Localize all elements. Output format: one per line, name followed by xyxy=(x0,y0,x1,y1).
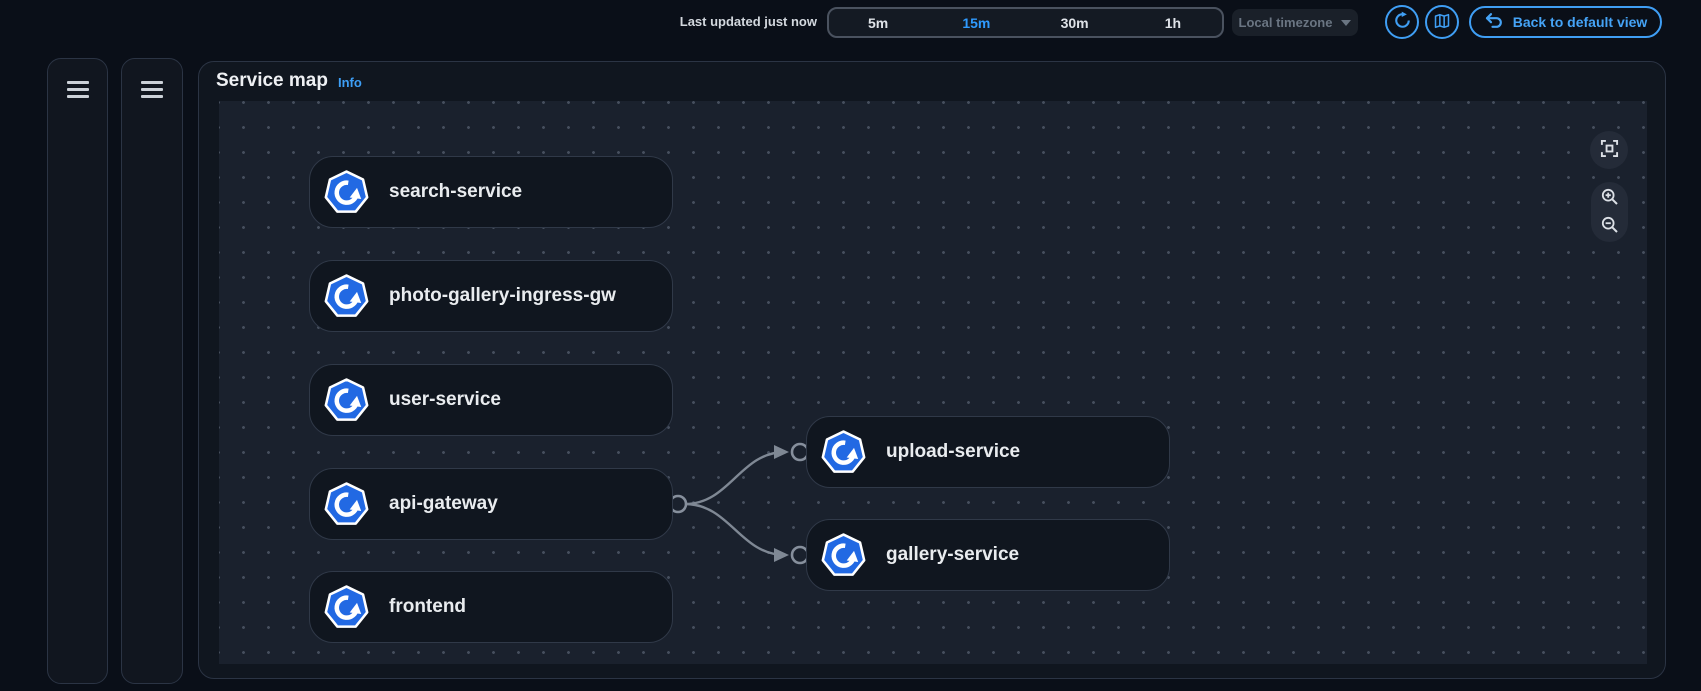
service-node-upload-service[interactable]: upload-service xyxy=(806,416,1170,488)
zoom-out-button[interactable] xyxy=(1598,214,1622,238)
refresh-icon xyxy=(1393,11,1412,33)
service-map-canvas[interactable]: search-service photo-gallery-ingress-gw us… xyxy=(219,101,1647,664)
chevron-down-icon xyxy=(1341,19,1352,26)
zoom-out-icon xyxy=(1600,215,1620,238)
undo-arrow-icon xyxy=(1484,12,1504,32)
zoom-in-button[interactable] xyxy=(1598,186,1622,210)
last-updated-status: Last updated just now xyxy=(679,14,817,29)
map-icon xyxy=(1433,12,1451,33)
edge-arrowhead-icon xyxy=(774,445,789,459)
service-node-frontend[interactable]: frontend xyxy=(309,571,673,643)
service-heptagon-icon xyxy=(323,584,370,631)
service-node-label: upload-service xyxy=(886,441,1021,462)
edge-api-gateway-gallery-service xyxy=(684,502,786,557)
hamburger-menu-icon[interactable] xyxy=(141,81,163,98)
service-map-panel: Service map Info xyxy=(198,61,1666,679)
back-to-default-view-button[interactable]: Back to default view xyxy=(1469,6,1662,38)
service-node-label: api-gateway xyxy=(389,493,498,514)
back-to-default-view-label: Back to default view xyxy=(1512,14,1648,30)
service-heptagon-icon xyxy=(323,481,370,528)
left-rail-secondary xyxy=(121,58,183,684)
timezone-dropdown-value: Local timezone xyxy=(1238,15,1333,30)
left-rail-primary xyxy=(47,58,108,684)
service-heptagon-icon xyxy=(323,169,370,216)
edge-api-gateway-upload-service xyxy=(684,450,786,506)
refresh-button[interactable] xyxy=(1385,5,1419,39)
service-node-gallery-service[interactable]: gallery-service xyxy=(806,519,1170,591)
service-heptagon-icon xyxy=(323,377,370,424)
time-range-1h[interactable]: 1h xyxy=(1124,9,1222,36)
service-node-label: search-service xyxy=(389,181,523,202)
time-range-5m[interactable]: 5m xyxy=(829,9,927,36)
time-range-30m[interactable]: 30m xyxy=(1026,9,1124,36)
service-node-photo-gallery-ingress-gw[interactable]: photo-gallery-ingress-gw xyxy=(309,260,673,332)
service-node-label: gallery-service xyxy=(886,544,1020,565)
info-link[interactable]: Info xyxy=(338,75,362,90)
service-node-user-service[interactable]: user-service xyxy=(309,364,673,436)
time-range-15m[interactable]: 15m xyxy=(927,9,1025,36)
service-node-search-service[interactable]: search-service xyxy=(309,156,673,228)
fit-to-screen-button[interactable] xyxy=(1590,131,1628,169)
service-heptagon-icon xyxy=(820,532,867,579)
service-node-label: user-service xyxy=(389,389,501,410)
service-node-label: frontend xyxy=(389,596,467,617)
service-heptagon-icon xyxy=(820,429,867,476)
timezone-dropdown[interactable]: Local timezone xyxy=(1232,9,1358,36)
zoom-in-icon xyxy=(1600,187,1620,210)
zoom-controls xyxy=(1591,182,1628,242)
hamburger-menu-icon[interactable] xyxy=(66,81,89,98)
map-view-button[interactable] xyxy=(1425,5,1459,39)
edge-arrowhead-icon xyxy=(774,548,789,562)
fit-to-screen-icon xyxy=(1600,139,1619,161)
service-node-api-gateway[interactable]: api-gateway xyxy=(309,468,673,540)
service-node-label: photo-gallery-ingress-gw xyxy=(389,285,616,306)
service-heptagon-icon xyxy=(323,273,370,320)
page-title: Service map xyxy=(216,70,328,91)
